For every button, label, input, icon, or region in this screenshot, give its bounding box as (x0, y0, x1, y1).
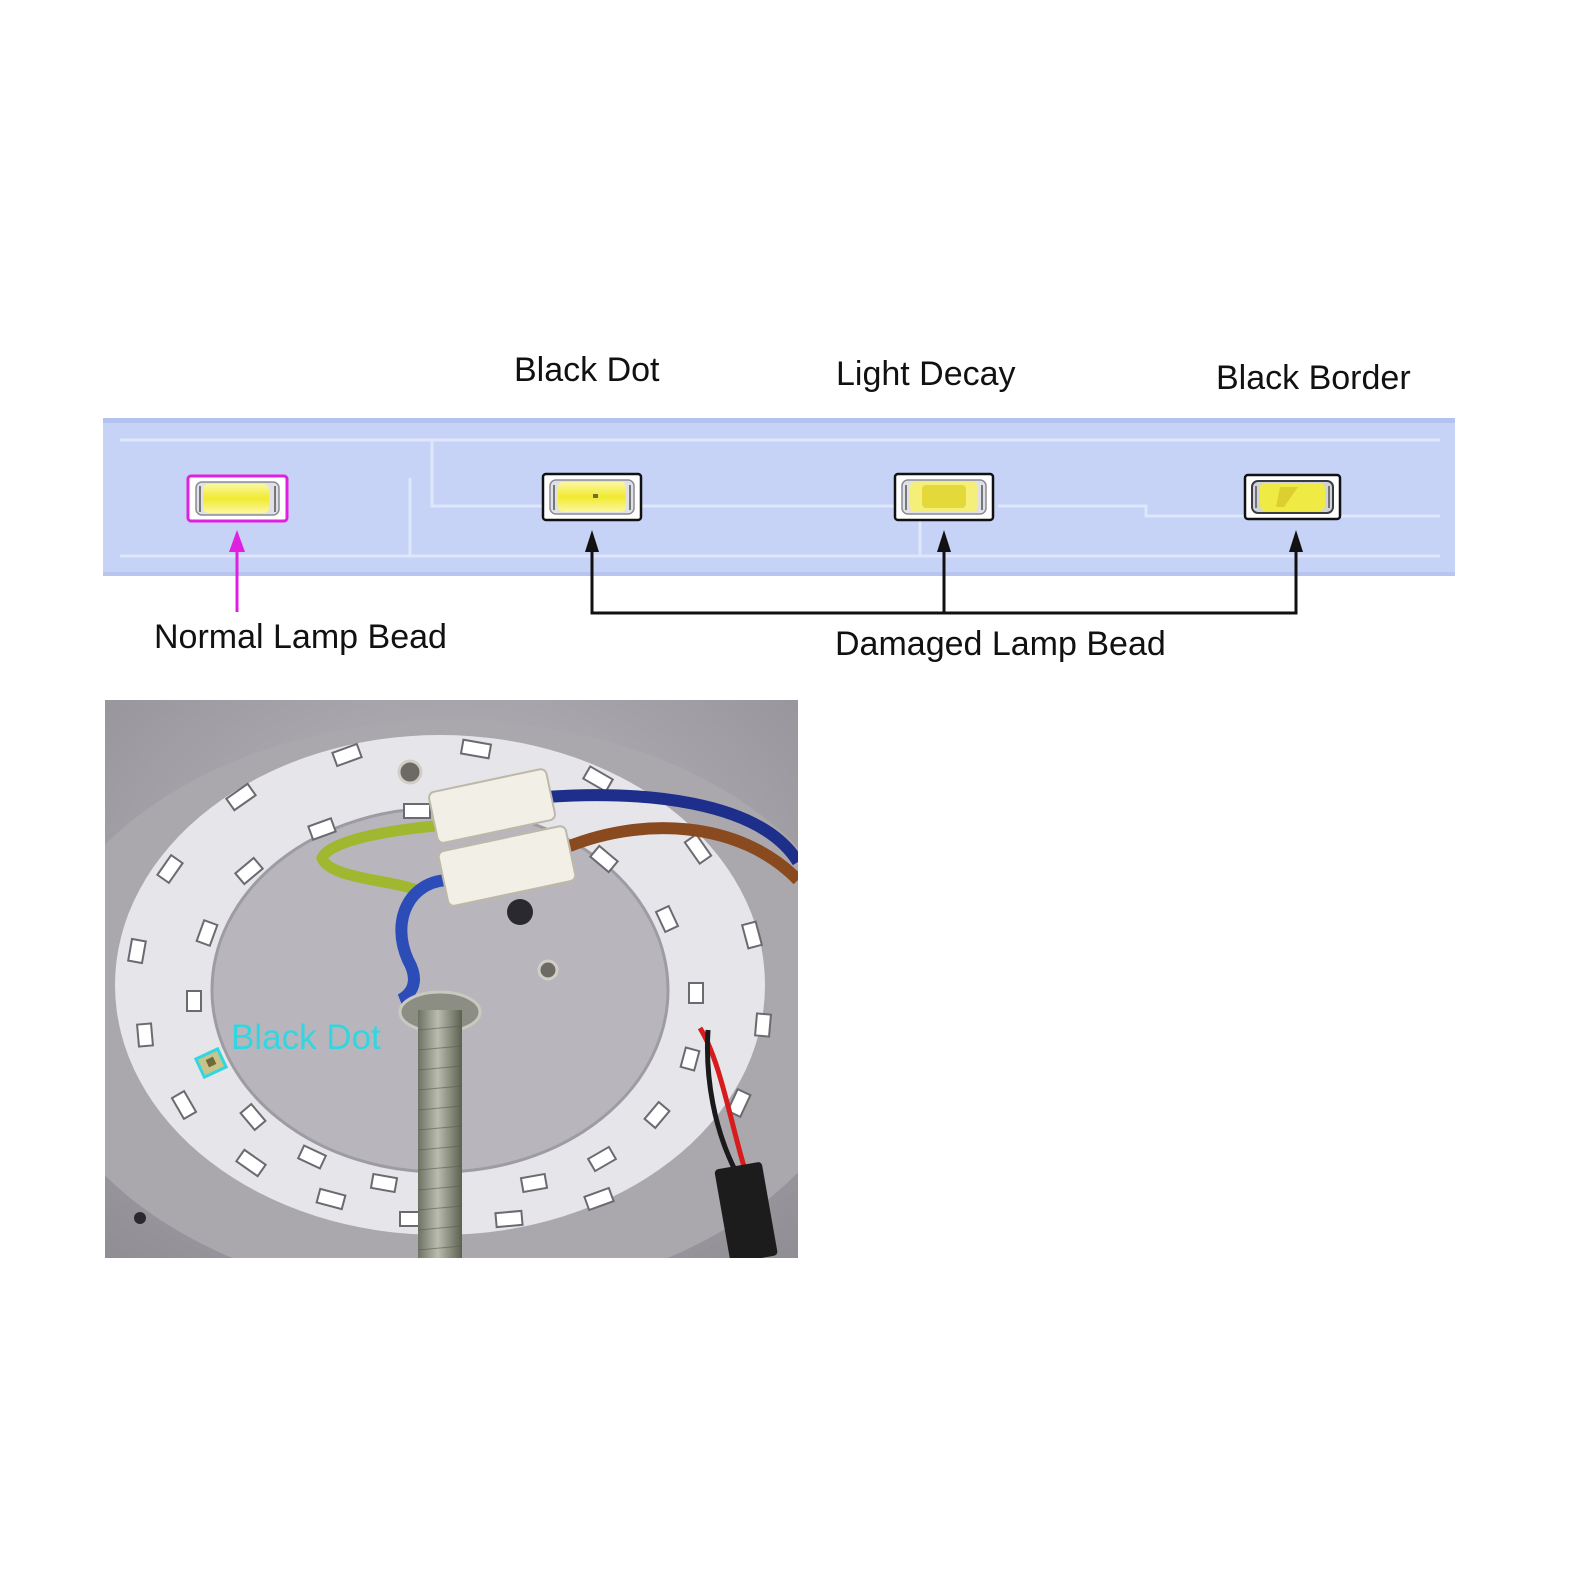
arrow-black-border (1289, 530, 1303, 552)
wire-black (705, 1029, 738, 1172)
arrow-black-dot (585, 530, 599, 552)
label-damaged-lamp-bead: Damaged Lamp Bead (835, 625, 1166, 663)
threaded-rod (418, 1010, 462, 1258)
inner-led-ring (186, 803, 704, 1194)
strip-bottom-edge (103, 572, 1455, 576)
led-strip (103, 418, 1455, 576)
strip-top-edge (103, 418, 1455, 423)
mount-hole (134, 1212, 146, 1224)
strip-board (103, 418, 1455, 576)
label-photo-black-dot: Black Dot (231, 1018, 381, 1057)
screw (397, 759, 423, 785)
black-dot-lamp-bead (541, 472, 643, 522)
screw (537, 959, 559, 981)
normal-bead-arrow (229, 530, 245, 612)
ceiling-lamp-photo (105, 700, 798, 1258)
mount-hole (507, 899, 533, 925)
wire-brown (557, 822, 798, 885)
photo-black-dot-bead (193, 1046, 229, 1080)
label-light-decay: Light Decay (836, 355, 1016, 393)
wire-blue-main (544, 789, 798, 866)
light-decay-lamp-bead (893, 472, 995, 522)
normal-lamp-bead (186, 474, 289, 523)
arrow-light-decay (937, 530, 951, 552)
damaged-bead-bracket (585, 530, 1303, 615)
black-border-lamp-bead (1243, 473, 1342, 521)
label-black-border: Black Border (1216, 359, 1411, 397)
wire-connector (714, 1162, 778, 1258)
wire-blue-loop (395, 874, 451, 1006)
label-normal-lamp-bead: Normal Lamp Bead (154, 618, 447, 656)
wire-yellow-green (316, 819, 446, 897)
outer-led-ring (127, 738, 773, 1229)
label-black-dot: Black Dot (514, 351, 660, 389)
terminal-block (428, 768, 577, 907)
